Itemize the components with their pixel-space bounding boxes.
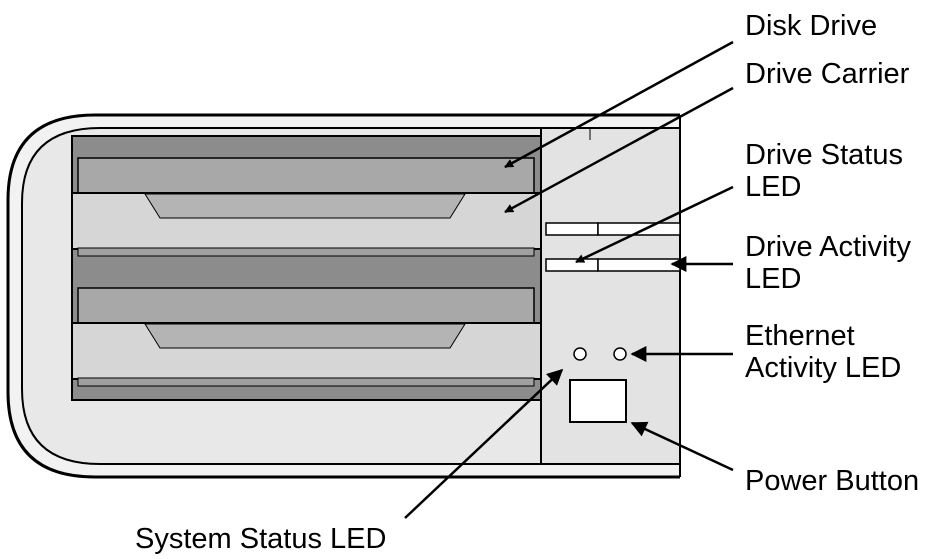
- label-drive-status-led: Drive Status LED: [745, 139, 903, 203]
- power-button[interactable]: [569, 379, 627, 423]
- label-drive-status-led-line1: Drive Status: [745, 139, 903, 171]
- label-system-status-led: System Status LED: [135, 523, 387, 555]
- drive-activity-led-a: [545, 258, 599, 272]
- ethernet-activity-led: [613, 347, 627, 361]
- label-drive-status-led-line2: LED: [745, 171, 802, 203]
- drive-top-body: [77, 157, 535, 195]
- drive-status-led-b: [597, 222, 681, 236]
- callout-drive-carrier: [504, 86, 734, 214]
- label-power-button: Power Button: [745, 465, 920, 497]
- label-drive-activity-led: Drive Activity LED: [745, 231, 911, 295]
- callout-drive-status-led: [575, 185, 734, 264]
- drive-bottom: [71, 287, 542, 387]
- drive-top-handle: [144, 193, 466, 219]
- drive-top: [71, 157, 542, 257]
- drive-bottom-handle: [144, 323, 466, 349]
- callout-disk-drive: [504, 40, 734, 169]
- label-disk-drive: Disk Drive: [745, 10, 878, 42]
- callout-power-button: [630, 421, 734, 472]
- label-drive-activity-led-line1: Drive Activity: [745, 231, 911, 263]
- label-ethernet-activity-led-line1: Ethernet: [745, 320, 855, 352]
- system-status-led: [573, 347, 587, 361]
- drive-activity-led-b: [597, 258, 681, 272]
- label-drive-activity-led-line2: LED: [745, 263, 802, 295]
- drive-status-led-a: [545, 222, 599, 236]
- label-drive-carrier: Drive Carrier: [745, 58, 910, 90]
- label-ethernet-activity-led: Ethernet Activity LED: [745, 320, 901, 384]
- drive-bottom-body: [77, 287, 535, 325]
- label-ethernet-activity-led-line2: Activity LED: [745, 352, 902, 384]
- callout-system-status-led: [404, 368, 564, 519]
